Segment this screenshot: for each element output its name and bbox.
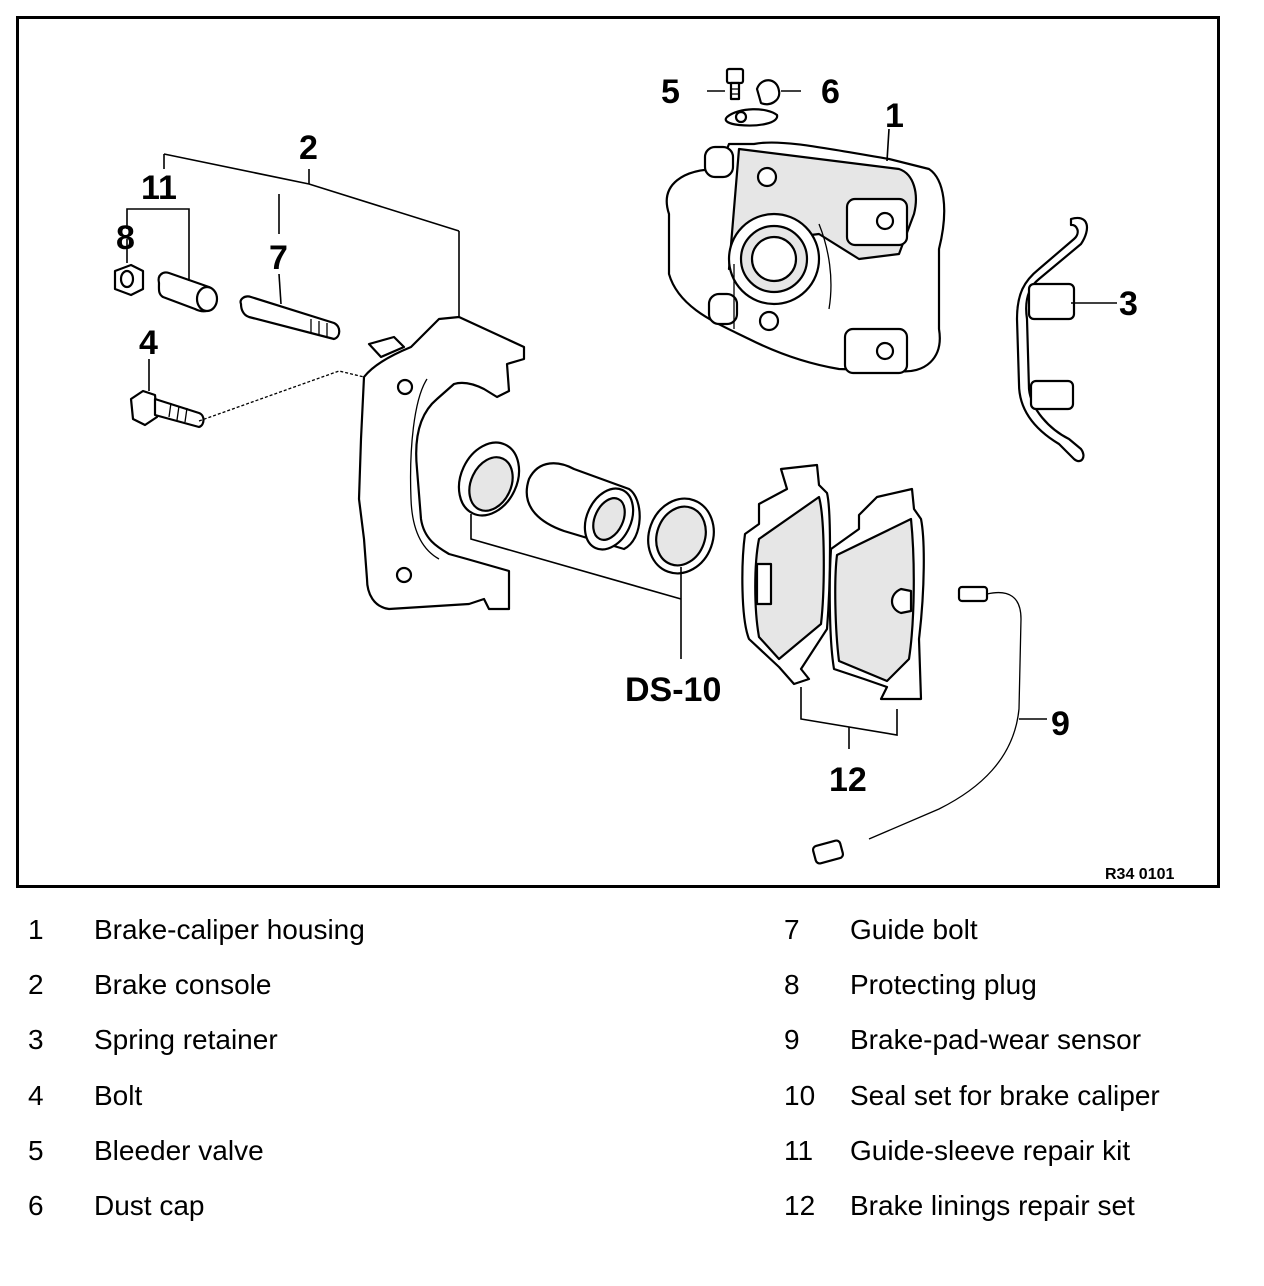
exploded-view-diagram: 5 6 1 2 11 8 7 4 3 DS-10 9 12 R34 0101	[16, 16, 1220, 888]
legend-label: Protecting plug	[850, 969, 1037, 1000]
caliper-piston	[525, 462, 641, 551]
callout-9: 9	[1051, 705, 1070, 743]
brake-pad-wear-sensor	[811, 585, 1022, 865]
leader-11	[126, 208, 190, 281]
legend-number: 9	[784, 1024, 800, 1055]
callout-8: 8	[116, 219, 135, 257]
legend-number: 12	[784, 1190, 816, 1221]
legend-number: 3	[28, 1024, 44, 1055]
legend-label: Brake-caliper housing	[94, 914, 365, 945]
caliper-dust-boot	[457, 441, 521, 517]
brake-caliper-housing	[665, 141, 946, 375]
caliper-seal-ring	[647, 497, 715, 575]
legend-number: 10	[784, 1080, 816, 1111]
legend-label: Dust cap	[94, 1190, 205, 1221]
brake-lining-pad-left	[741, 463, 832, 686]
leader-7	[278, 273, 282, 305]
callout-12: 12	[829, 761, 867, 799]
legend-number: 7	[784, 914, 800, 945]
callout-ds10: DS-10	[625, 671, 721, 709]
legend-label: Spring retainer	[94, 1024, 278, 1055]
legend-label: Brake-pad-wear sensor	[850, 1024, 1142, 1055]
callout-5: 5	[661, 73, 680, 111]
legend-label: Brake linings repair set	[850, 1190, 1135, 1221]
legend-number: 2	[28, 969, 44, 1000]
brake-lining-pad-right	[828, 487, 925, 701]
legend-number: 11	[784, 1135, 814, 1166]
legend-number: 5	[28, 1135, 44, 1166]
legend-label: Bleeder valve	[94, 1135, 264, 1166]
legend-label: Guide bolt	[850, 914, 978, 945]
legend-number: 1	[28, 914, 44, 945]
callout-1: 1	[885, 97, 904, 135]
callout-2: 2	[299, 129, 318, 167]
legend-number: 8	[784, 969, 800, 1000]
legend-number: 4	[28, 1080, 44, 1111]
leader-ds10-a	[470, 514, 682, 600]
leader-1	[886, 128, 890, 162]
legend-number: 6	[28, 1190, 44, 1221]
figure-reference-code: R34 0101	[1105, 866, 1174, 883]
legend-label: Seal set for brake caliper	[850, 1080, 1160, 1111]
bolt	[129, 389, 205, 429]
protecting-plug	[113, 263, 145, 297]
dust-cap	[724, 79, 781, 127]
callout-3: 3	[1119, 285, 1138, 323]
legend-label: Brake console	[94, 969, 272, 1000]
guide-sleeve	[157, 271, 219, 313]
bleeder-valve	[725, 67, 745, 101]
spring-retainer	[1015, 216, 1089, 463]
callout-4: 4	[139, 324, 158, 362]
legend-label: Bolt	[94, 1080, 143, 1111]
guide-bolt	[239, 295, 341, 341]
callout-7: 7	[269, 239, 288, 277]
legend-label: Guide-sleeve repair kit	[850, 1135, 1131, 1166]
parts-legend: 1 Brake-caliper housing 2 Brake console …	[0, 900, 1264, 1240]
callout-6: 6	[821, 73, 840, 111]
callout-11: 11	[141, 169, 177, 207]
bolt-axis-line	[198, 370, 365, 422]
diagram-canvas: 5 6 1 2 11 8 7 4 3 DS-10 9 12 R34 0101	[113, 67, 1174, 883]
